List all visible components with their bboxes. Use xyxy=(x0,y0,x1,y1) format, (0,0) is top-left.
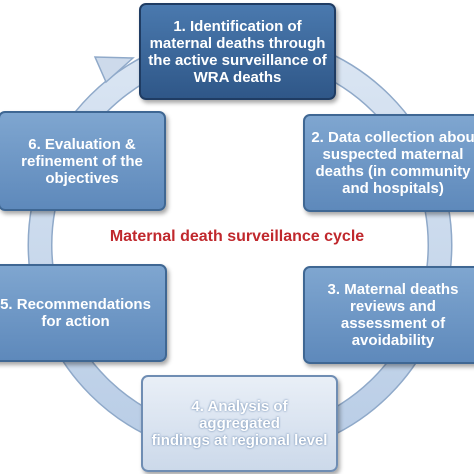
step-1-label: 1. Identification of maternal deaths thr… xyxy=(148,17,327,86)
step-5-label: 5. Recommendations for action xyxy=(0,296,151,330)
step-2-box: 2. Data collection abou suspected matern… xyxy=(303,114,474,212)
step-3-label: 3. Maternal deaths reviews and assessmen… xyxy=(327,281,459,349)
step-4-box: 4. Analysis of aggregated findings at re… xyxy=(141,375,338,472)
step-6-label: 6. Evaluation & refinement of the object… xyxy=(21,135,143,187)
step-3-box: 3. Maternal deaths reviews and assessmen… xyxy=(303,266,474,364)
step-2-label: 2. Data collection abou suspected matern… xyxy=(311,129,474,197)
center-title: Maternal death surveillance cycle xyxy=(109,228,365,245)
step-4-label: 4. Analysis of aggregated findings at re… xyxy=(151,398,328,449)
step-6-box: 6. Evaluation & refinement of the object… xyxy=(0,111,166,211)
step-5-box: 5. Recommendations for action xyxy=(0,264,167,362)
cycle-arrowhead-icon xyxy=(93,56,135,84)
step-1-box: 1. Identification of maternal deaths thr… xyxy=(139,3,336,100)
